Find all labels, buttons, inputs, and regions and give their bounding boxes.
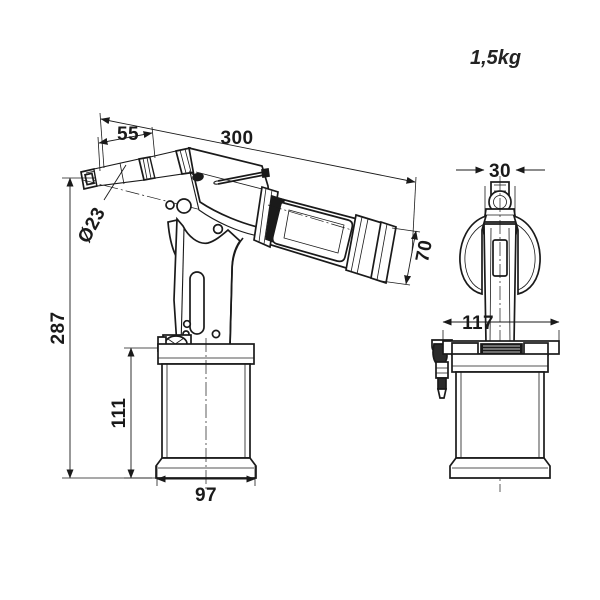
dimension-length-total: 300 bbox=[99, 112, 417, 254]
weight-label: 1,5kg bbox=[470, 47, 521, 69]
front-housing-wings bbox=[459, 214, 541, 296]
dimension-label-55: 55 bbox=[117, 124, 139, 145]
dimension-nose-length: 55 bbox=[97, 124, 156, 172]
side-elevation-view bbox=[80, 146, 397, 492]
front-elevation-view bbox=[431, 176, 560, 492]
dimension-overall-width: 117 bbox=[442, 313, 560, 348]
dimension-label-111: 111 bbox=[109, 398, 130, 429]
dimension-label-30: 30 bbox=[489, 161, 511, 182]
dimension-label-287: 287 bbox=[48, 312, 69, 345]
dimension-canister-height: 111 bbox=[109, 347, 158, 479]
front-canister-cap bbox=[442, 340, 560, 356]
canister-front bbox=[449, 353, 551, 479]
dimension-canister-width: 97 bbox=[156, 466, 256, 506]
canister-side bbox=[155, 338, 257, 492]
dimension-label-70: 70 bbox=[412, 238, 437, 264]
dimension-label-97: 97 bbox=[195, 485, 217, 506]
dimension-body-height: 70 bbox=[380, 227, 437, 286]
dimension-nose-width: 30 bbox=[456, 161, 545, 214]
pistol-grip bbox=[167, 216, 244, 347]
dimension-label-d23: Ø23 bbox=[74, 204, 110, 247]
dimension-label-300: 300 bbox=[221, 128, 254, 149]
dimension-label-117: 117 bbox=[462, 313, 494, 334]
front-grip-column bbox=[483, 176, 517, 492]
rear-cylinder bbox=[253, 185, 397, 285]
